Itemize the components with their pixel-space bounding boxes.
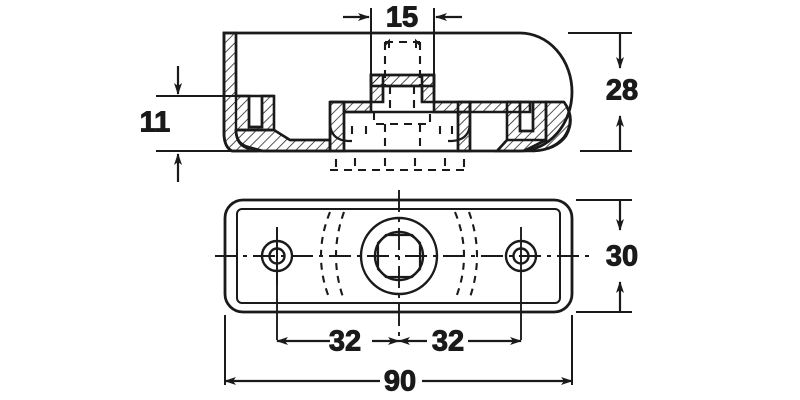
section-hatching bbox=[222, 31, 572, 153]
right-pocket-chamfer-r bbox=[523, 138, 547, 153]
bottom-plan-view: 30 32 32 90 bbox=[215, 190, 639, 398]
stud-head-hidden bbox=[372, 112, 432, 126]
hidden-arc-right-2 bbox=[468, 211, 479, 301]
plan-center-lines bbox=[215, 190, 590, 340]
well-right-round bbox=[448, 121, 472, 143]
dimension-label-90: 90 bbox=[384, 366, 416, 398]
right-dome-inner bbox=[532, 101, 572, 153]
center-hole-socket-profile bbox=[376, 233, 422, 279]
dimension-label-32-right: 32 bbox=[432, 326, 464, 358]
dimension-label-32-left: 32 bbox=[329, 326, 361, 358]
cross-section-view: 15 28 11 bbox=[139, 1, 639, 182]
dimension-15: 15 bbox=[343, 1, 462, 100]
right-pocket-chamfer-l bbox=[496, 139, 508, 152]
section-outer-profile bbox=[222, 31, 574, 153]
center-boss-inner bbox=[381, 84, 424, 102]
dimension-label-30: 30 bbox=[606, 241, 638, 273]
dimension-30: 30 bbox=[576, 199, 639, 313]
left-fillet bbox=[234, 129, 251, 151]
dimension-28: 28 bbox=[568, 32, 639, 152]
dimension-11: 11 bbox=[139, 66, 250, 182]
dimension-90: 90 bbox=[224, 315, 573, 398]
left-screw-pocket bbox=[247, 96, 264, 129]
right-screw-pocket bbox=[518, 102, 535, 133]
hidden-fastener-lines bbox=[330, 40, 470, 172]
left-pocket-chamfer bbox=[273, 128, 330, 142]
stud-arrow-right bbox=[415, 38, 421, 48]
dimension-32-pair: 32 32 bbox=[276, 325, 522, 358]
dimension-label-28: 28 bbox=[606, 75, 638, 107]
dimension-label-15: 15 bbox=[386, 2, 418, 34]
well-left-round bbox=[328, 121, 352, 143]
stud-arrow-left bbox=[384, 38, 390, 48]
dimension-label-11: 11 bbox=[140, 107, 171, 139]
